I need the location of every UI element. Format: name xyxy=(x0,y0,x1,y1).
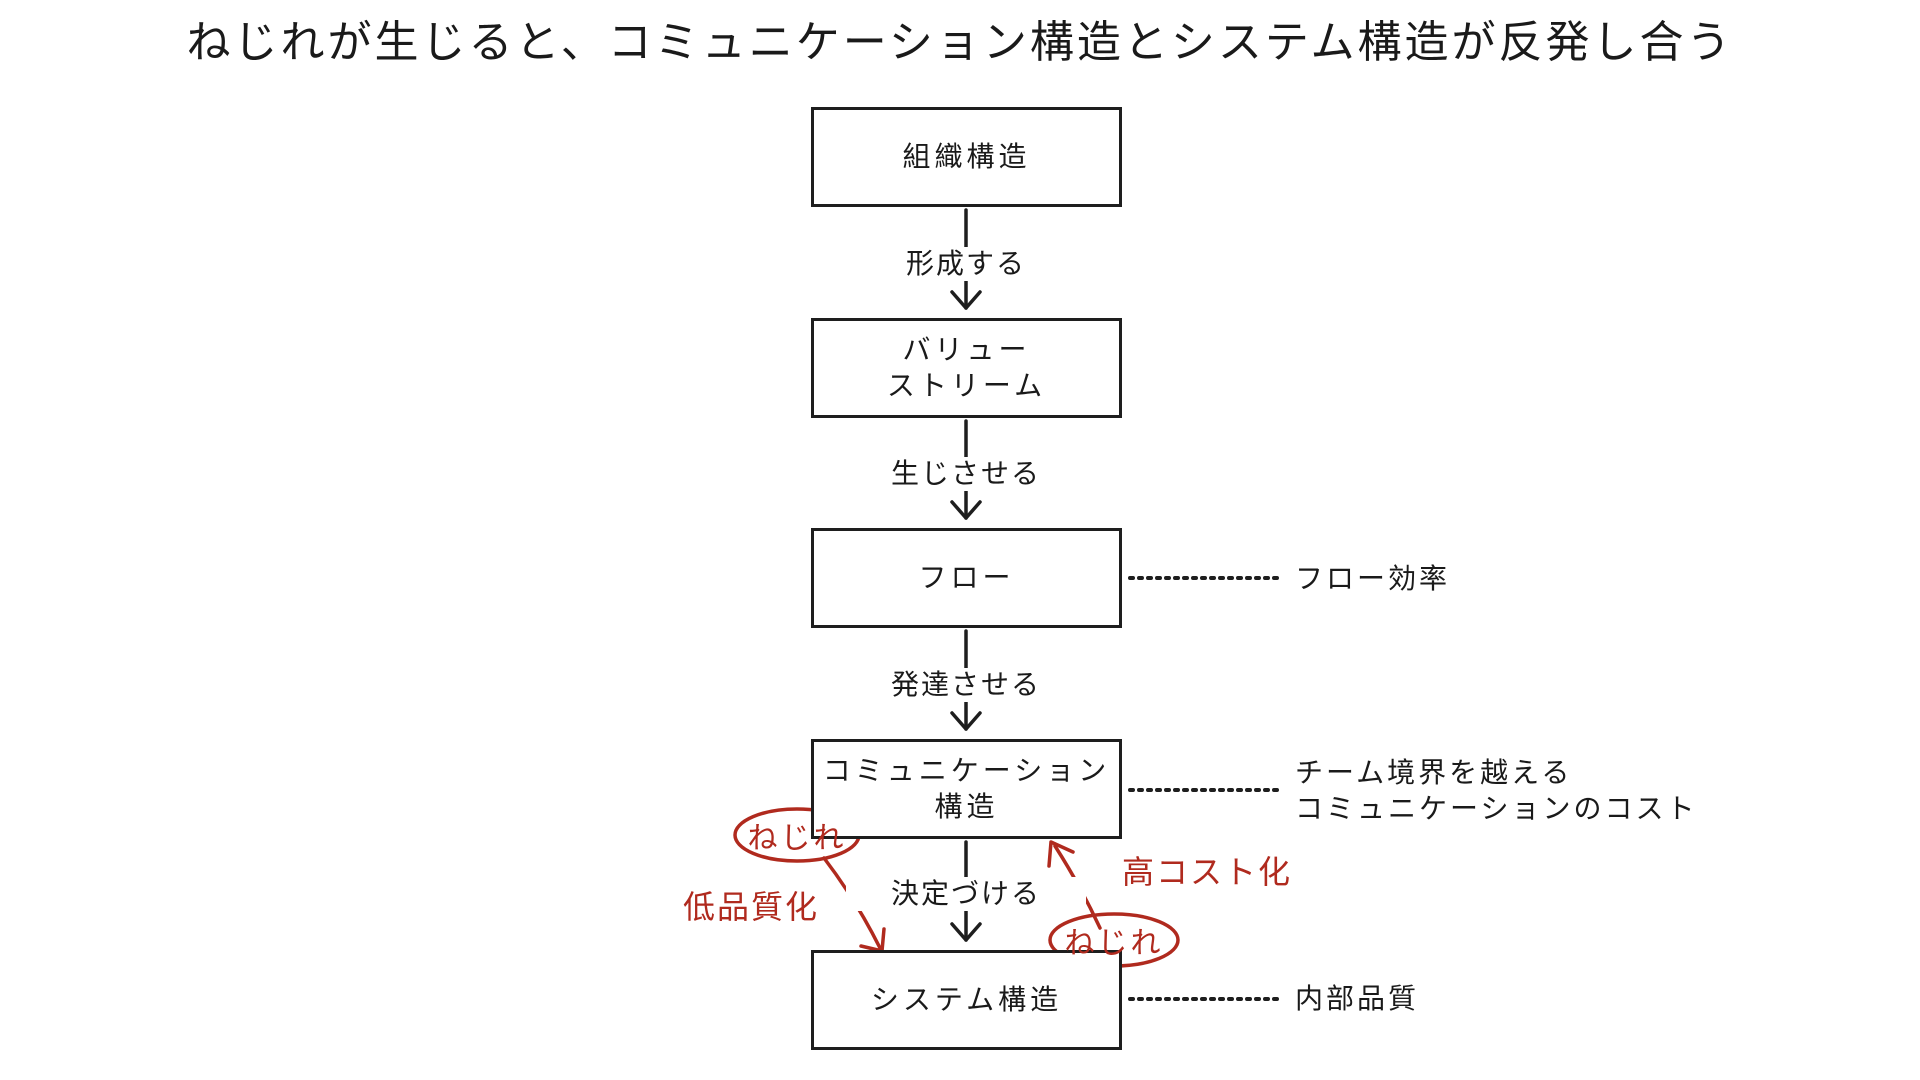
arrowhead-value-to-flow xyxy=(950,500,982,520)
note-comm-line2: コミュニケーションのコスト xyxy=(1295,792,1698,825)
node-flow: フロー xyxy=(811,528,1122,628)
arrowhead-comm-to-system xyxy=(950,922,982,942)
node-communication-structure-line2: 構造 xyxy=(934,790,999,823)
note-flow-line1: フロー効率 xyxy=(1295,562,1451,595)
note-comm-line1: チーム境界を越える xyxy=(1295,756,1573,789)
node-value-stream: バリュー ストリーム xyxy=(811,318,1122,418)
node-communication-structure-line1: コミュニケーション xyxy=(822,754,1111,787)
edge-label-forms: 形成する xyxy=(846,247,1086,281)
arrowhead-org-to-value xyxy=(950,290,982,310)
node-system-structure: システム構造 xyxy=(811,950,1122,1050)
twist-label-left: ねじれ xyxy=(747,821,847,856)
note-communication-cost: チーム境界を越える コミュニケーションのコスト xyxy=(1295,755,1697,827)
high-cost-label: 高コスト化 xyxy=(1122,853,1293,891)
note-system-line1: 内部品質 xyxy=(1295,982,1420,1015)
note-flow: フロー効率 xyxy=(1295,561,1450,597)
low-quality-label: 低品質化 xyxy=(683,888,820,926)
twist-label-right: ねじれ xyxy=(1064,926,1164,961)
node-value-stream-line1: バリュー xyxy=(902,333,1031,366)
arrowhead-flow-to-comm xyxy=(950,711,982,731)
note-internal-quality: 内部品質 xyxy=(1295,981,1419,1017)
node-communication-structure: コミュニケーション 構造 xyxy=(811,739,1122,839)
edge-label-produces: 生じさせる xyxy=(846,457,1086,491)
page-title: ねじれが生じると、コミュニケーション構造とシステム構造が反発し合う xyxy=(186,17,1734,68)
node-flow-label: フロー xyxy=(918,561,1015,594)
node-org-structure-label: 組織構造 xyxy=(902,140,1031,173)
node-org-structure: 組織構造 xyxy=(811,107,1122,207)
node-system-structure-label: システム構造 xyxy=(870,983,1063,1016)
edge-label-develops: 発達させる xyxy=(846,668,1086,702)
twist-arrowhead-up xyxy=(1047,840,1075,868)
node-value-stream-line2: ストリーム xyxy=(886,369,1047,402)
edge-label-determines: 決定づける xyxy=(846,877,1086,911)
